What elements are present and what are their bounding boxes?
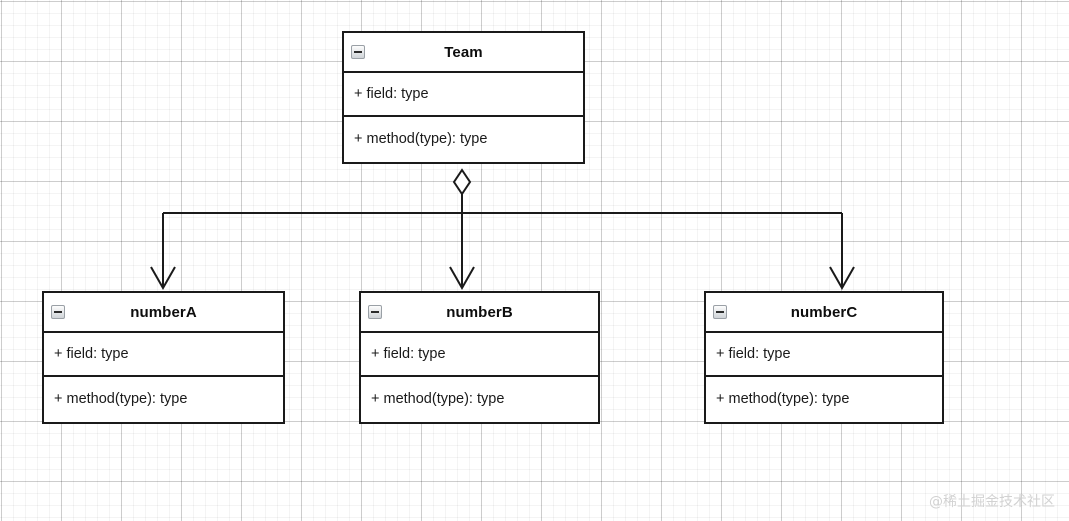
minus-icon[interactable] bbox=[51, 305, 65, 319]
arrowhead-numberC bbox=[829, 266, 855, 291]
minus-icon-bar bbox=[371, 311, 379, 313]
uml-field-row-numberA: + field: type bbox=[54, 346, 129, 362]
minus-icon[interactable] bbox=[351, 45, 365, 59]
minus-icon[interactable] bbox=[368, 305, 382, 319]
uml-method-row-team: + method(type): type bbox=[344, 115, 583, 161]
uml-class-team[interactable]: Team + field: type + method(type): type bbox=[342, 31, 585, 164]
uml-class-header-numberA: numberA bbox=[44, 293, 283, 333]
uml-method-row-numberA: + method(type): type bbox=[44, 375, 283, 421]
uml-class-title-team: Team bbox=[444, 43, 483, 61]
minus-icon-bar bbox=[354, 51, 362, 53]
uml-method-row-numberC: + method(type): type bbox=[706, 375, 942, 421]
uml-field-row-numberB: + field: type bbox=[371, 346, 446, 362]
aggregation-diamond bbox=[452, 168, 472, 196]
uml-class-title-numberC: numberC bbox=[790, 303, 858, 321]
uml-class-header-team: Team bbox=[344, 33, 583, 73]
minus-icon[interactable] bbox=[713, 305, 727, 319]
arrowhead-numberA bbox=[150, 266, 176, 291]
watermark-text: @稀土掘金技术社区 bbox=[929, 494, 1055, 510]
uml-class-numberA[interactable]: numberA + field: type + method(type): ty… bbox=[42, 291, 285, 424]
uml-class-title-numberB: numberB bbox=[446, 303, 513, 321]
uml-field-row-numberC: + field: type bbox=[716, 346, 791, 362]
uml-class-header-numberC: numberC bbox=[706, 293, 942, 333]
uml-class-title-numberA: numberA bbox=[130, 303, 197, 321]
uml-class-header-numberB: numberB bbox=[361, 293, 598, 333]
uml-class-numberB[interactable]: numberB + field: type + method(type): ty… bbox=[359, 291, 600, 424]
uml-class-numberC[interactable]: numberC + field: type + method(type): ty… bbox=[704, 291, 944, 424]
minus-icon-bar bbox=[54, 311, 62, 313]
uml-method-row-numberB: + method(type): type bbox=[361, 375, 598, 421]
minus-icon-bar bbox=[716, 311, 724, 313]
arrowhead-numberB bbox=[449, 266, 475, 291]
uml-field-row-team: + field: type bbox=[354, 86, 429, 102]
